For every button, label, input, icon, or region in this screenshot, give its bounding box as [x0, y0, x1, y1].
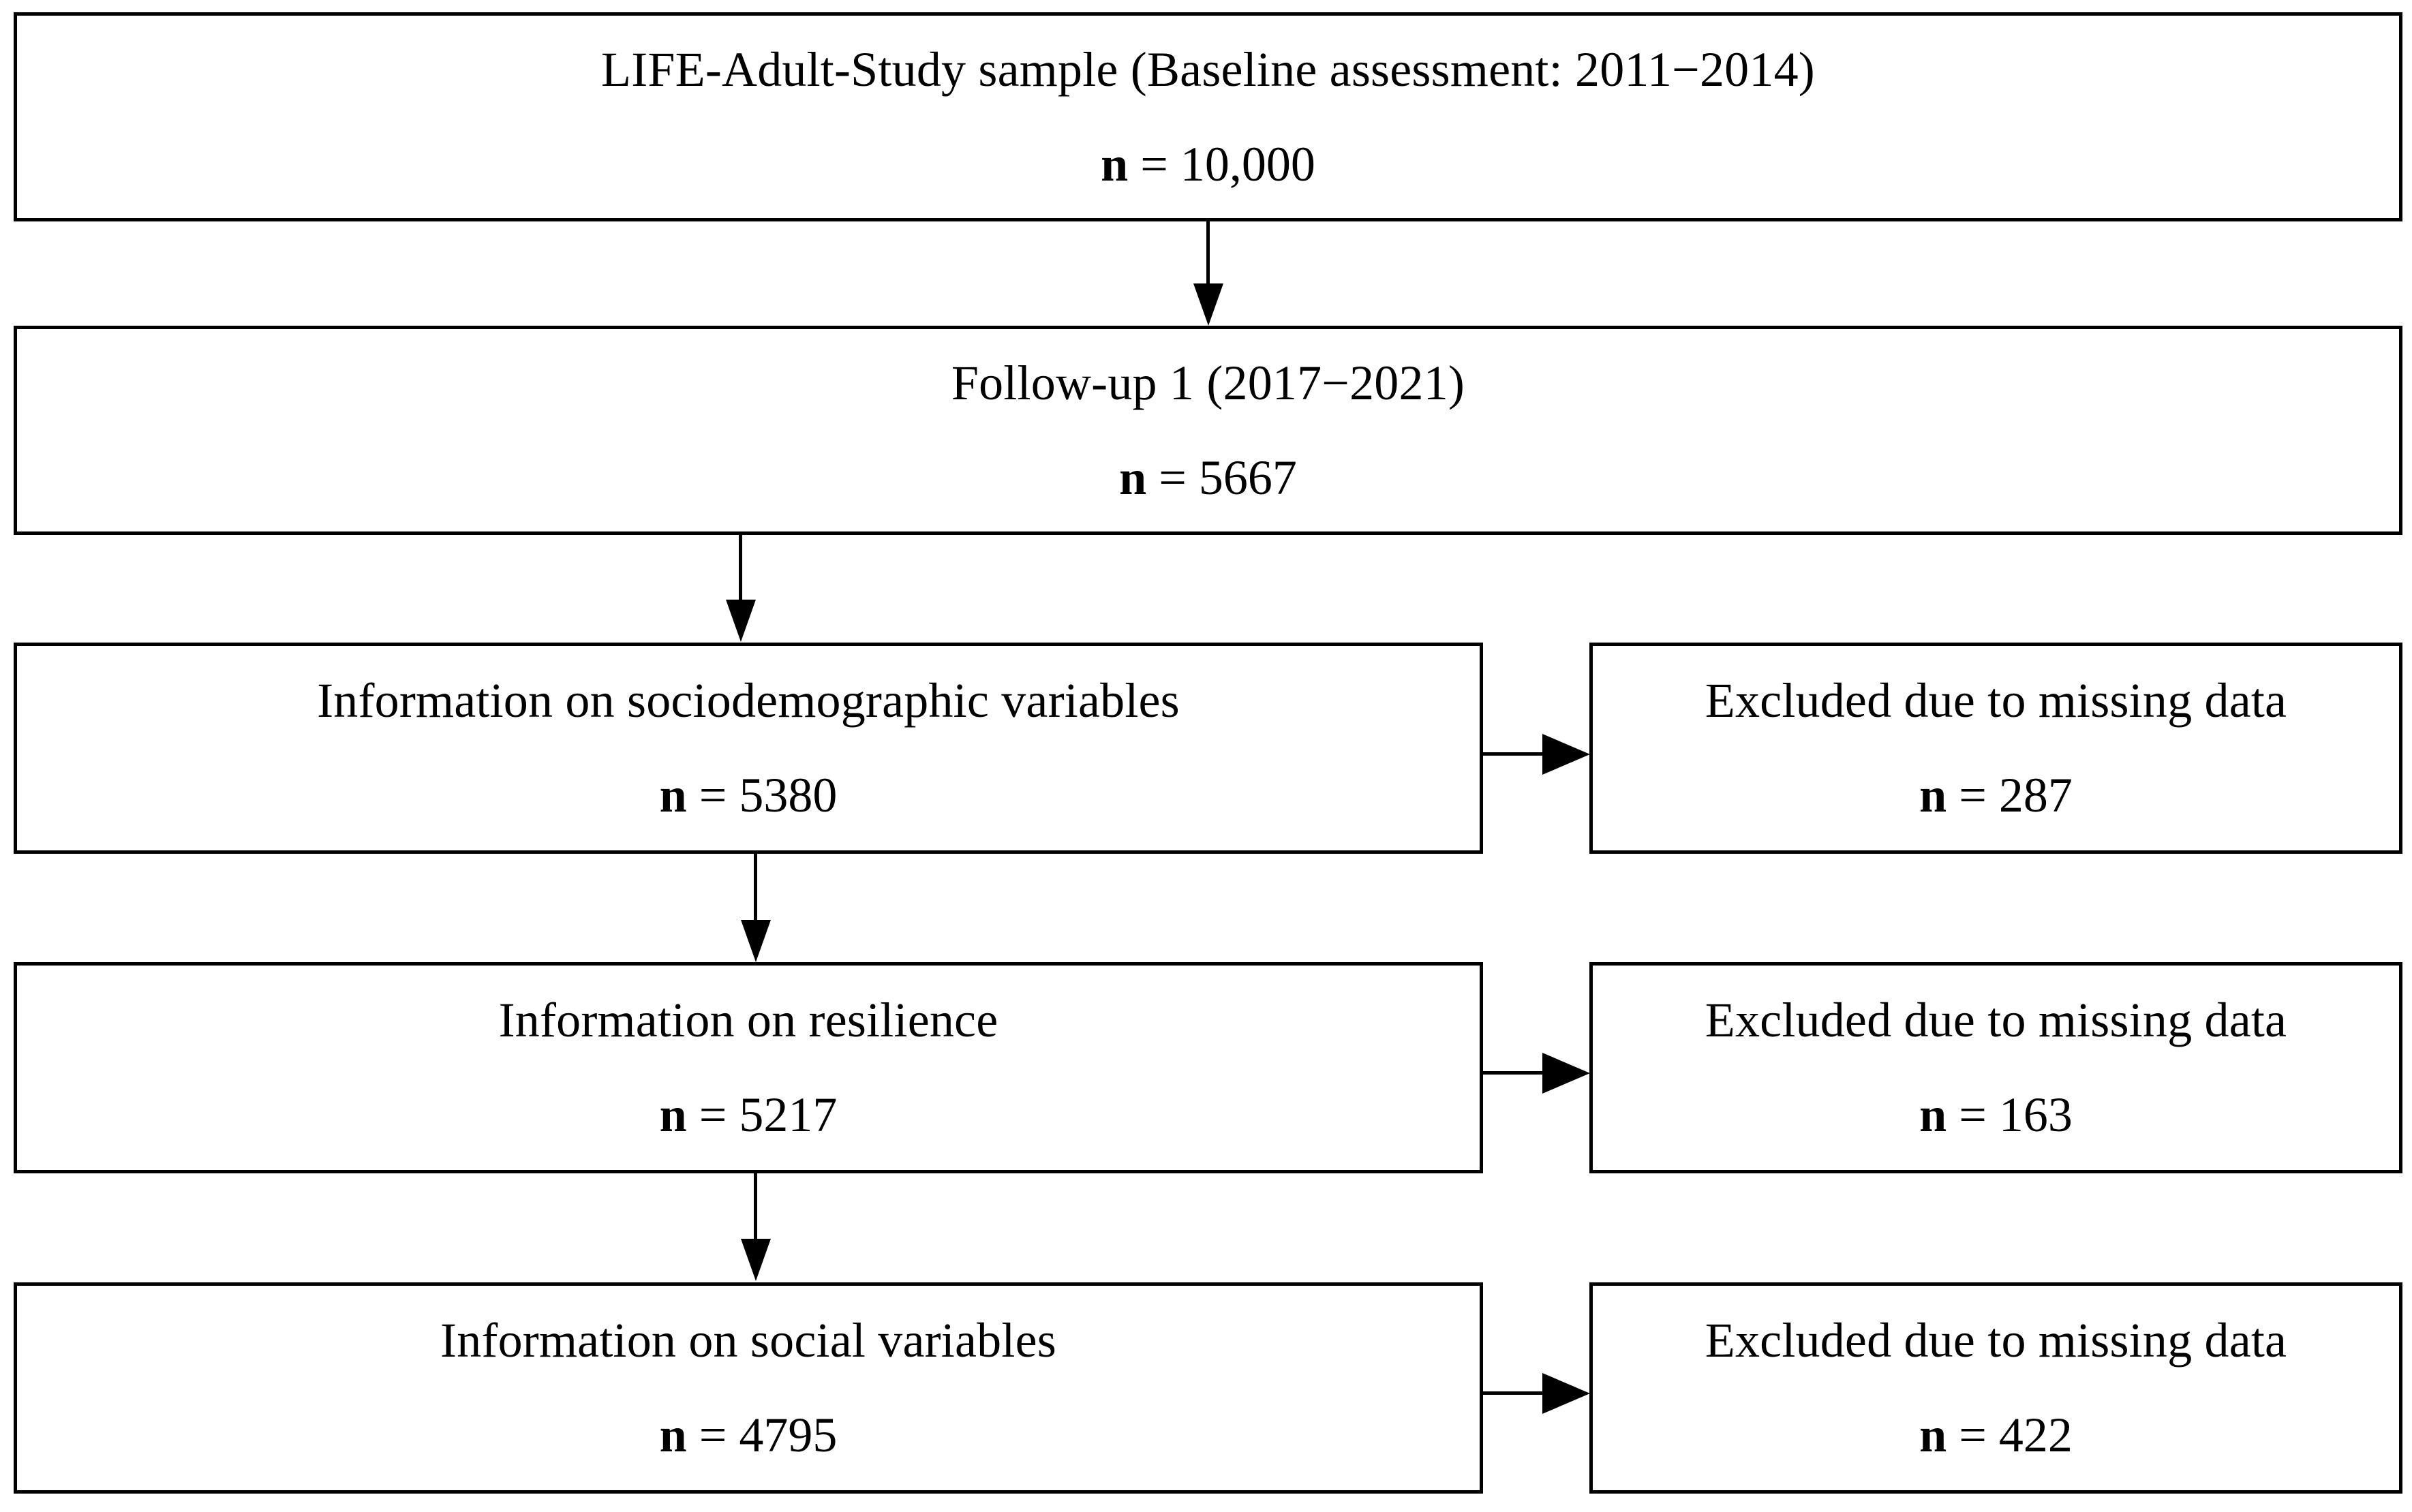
connector-sociodemographic-to-resilience — [754, 854, 757, 925]
node-excluded-social-title: Excluded due to missing data — [1705, 1313, 2287, 1368]
connector-baseline-to-followup1 — [1206, 221, 1210, 290]
node-excluded-social-n-value: 422 — [1998, 1408, 2073, 1462]
node-excluded-resilience-title: Excluded due to missing data — [1705, 993, 2287, 1048]
node-social-title: Information on social variables — [440, 1313, 1056, 1368]
connector-resilience-to-excluded — [1483, 1071, 1558, 1075]
node-resilience-n-eq: = — [686, 1087, 739, 1142]
node-resilience-count: n = 5217 — [660, 1086, 838, 1144]
node-social-n-eq: = — [686, 1408, 739, 1462]
node-social: Information on social variables n = 4795 — [14, 1282, 1483, 1494]
node-followup1-n-value: 5667 — [1198, 450, 1297, 505]
node-excluded-sociodemographic-title: Excluded due to missing data — [1705, 673, 2287, 728]
connector-sociodemographic-to-excluded — [1483, 752, 1558, 756]
node-baseline-n-eq: = — [1128, 136, 1180, 191]
node-sociodemographic-count: n = 5380 — [660, 767, 838, 824]
node-sociodemographic: Information on sociodemographic variable… — [14, 643, 1483, 854]
arrowhead-resilience-to-social — [741, 1239, 771, 1281]
node-excluded-sociodemographic-n-value: 287 — [1998, 768, 2073, 822]
node-excluded-resilience-n-label: n — [1919, 1087, 1947, 1142]
arrowhead-baseline-to-followup1 — [1193, 283, 1223, 326]
node-excluded-social-count: n = 422 — [1919, 1406, 2073, 1464]
connector-followup1-to-sociodemographic — [739, 535, 742, 606]
node-excluded-social: Excluded due to missing data n = 422 — [1589, 1282, 2402, 1494]
connector-social-to-excluded — [1483, 1391, 1558, 1395]
node-resilience-title: Information on resilience — [498, 993, 998, 1048]
node-baseline-title: LIFE-Adult-Study sample (Baseline assess… — [601, 42, 1815, 97]
node-excluded-resilience-n-eq: = — [1947, 1087, 1999, 1142]
node-followup1-n-eq: = — [1146, 450, 1199, 505]
node-sociodemographic-n-value: 5380 — [739, 768, 838, 822]
node-sociodemographic-title: Information on sociodemographic variable… — [317, 673, 1180, 728]
node-excluded-resilience: Excluded due to missing data n = 163 — [1589, 962, 2402, 1173]
node-excluded-sociodemographic-n-label: n — [1919, 768, 1947, 822]
arrowhead-social-to-excluded — [1542, 1373, 1590, 1414]
node-resilience-n-value: 5217 — [739, 1087, 838, 1142]
node-followup1-count: n = 5667 — [1119, 449, 1297, 507]
node-excluded-social-n-eq: = — [1947, 1408, 1999, 1462]
node-resilience: Information on resilience n = 5217 — [14, 962, 1483, 1173]
node-excluded-sociodemographic-n-eq: = — [1947, 768, 1999, 822]
node-baseline-count: n = 10,000 — [1101, 136, 1315, 194]
node-excluded-sociodemographic-count: n = 287 — [1919, 767, 2073, 824]
node-social-n-label: n — [659, 1408, 687, 1462]
arrowhead-sociodemographic-to-excluded — [1542, 734, 1590, 775]
arrowhead-resilience-to-excluded — [1542, 1053, 1590, 1094]
node-social-count: n = 4795 — [660, 1406, 838, 1464]
node-followup1-title: Follow-up 1 (2017−2021) — [951, 355, 1465, 410]
node-excluded-resilience-count: n = 163 — [1919, 1086, 2073, 1144]
node-baseline: LIFE-Adult-Study sample (Baseline assess… — [14, 12, 2402, 221]
node-excluded-social-n-label: n — [1919, 1408, 1947, 1462]
node-sociodemographic-n-eq: = — [686, 768, 739, 822]
node-excluded-resilience-n-value: 163 — [1998, 1087, 2073, 1142]
node-baseline-n-label: n — [1101, 136, 1129, 191]
node-social-n-value: 4795 — [739, 1408, 838, 1462]
node-resilience-n-label: n — [659, 1087, 687, 1142]
node-followup1: Follow-up 1 (2017−2021) n = 5667 — [14, 326, 2402, 535]
arrowhead-sociodemographic-to-resilience — [741, 920, 771, 962]
node-excluded-sociodemographic: Excluded due to missing data n = 287 — [1589, 643, 2402, 854]
node-followup1-n-label: n — [1119, 450, 1147, 505]
arrowhead-followup1-to-sociodemographic — [726, 600, 756, 642]
node-baseline-n-value: 10,000 — [1180, 136, 1315, 191]
node-sociodemographic-n-label: n — [659, 768, 687, 822]
connector-resilience-to-social — [754, 1173, 757, 1244]
